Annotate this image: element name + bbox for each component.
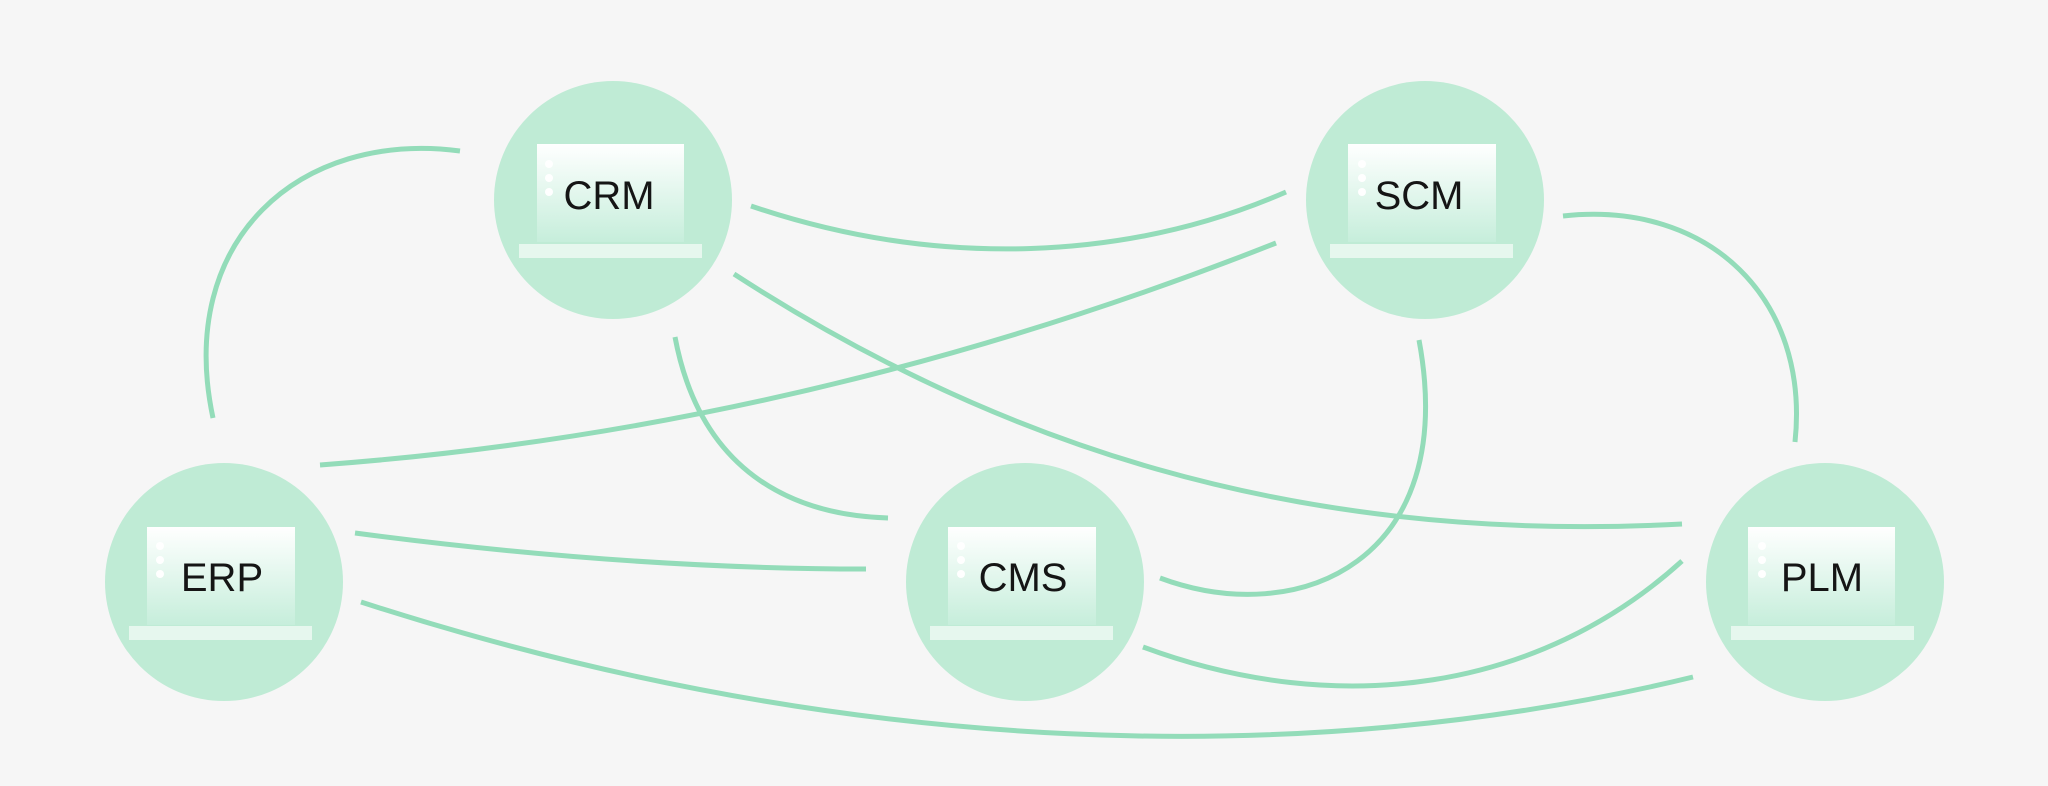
edge-crm-cms bbox=[672, 336, 889, 521]
server-icon bbox=[1348, 144, 1496, 242]
node-erp[interactable]: ERP bbox=[105, 463, 343, 701]
node-label: SCM bbox=[1375, 174, 1464, 218]
edge-cms-plm bbox=[1142, 559, 1684, 689]
node-label: CRM bbox=[563, 174, 654, 218]
status-dot bbox=[1758, 542, 1766, 550]
edge-erp-scm bbox=[319, 240, 1277, 468]
status-dot bbox=[957, 556, 965, 564]
server-base bbox=[1330, 244, 1513, 258]
edge-scm-plm bbox=[1562, 211, 1799, 443]
status-dot bbox=[1758, 556, 1766, 564]
server-base bbox=[129, 626, 312, 640]
node-label: ERP bbox=[181, 556, 263, 600]
status-dot bbox=[545, 160, 553, 168]
edge-erp-crm bbox=[203, 145, 461, 419]
edge-crm-scm bbox=[750, 189, 1287, 252]
edge-crm-plm bbox=[732, 271, 1683, 530]
status-dot bbox=[545, 188, 553, 196]
node-plm[interactable]: PLM bbox=[1706, 463, 1944, 701]
node-crm[interactable]: CRM bbox=[494, 81, 732, 319]
status-dot bbox=[156, 556, 164, 564]
status-dot bbox=[1758, 570, 1766, 578]
status-dot bbox=[957, 542, 965, 550]
edge-erp-cms bbox=[354, 530, 867, 572]
status-dot bbox=[1358, 174, 1366, 182]
status-dot bbox=[156, 570, 164, 578]
server-icon bbox=[537, 144, 684, 242]
status-dot bbox=[1358, 160, 1366, 168]
server-base bbox=[1731, 626, 1914, 640]
status-dot bbox=[156, 542, 164, 550]
node-scm[interactable]: SCM bbox=[1306, 81, 1544, 319]
status-dot bbox=[957, 570, 965, 578]
server-icon bbox=[147, 527, 295, 625]
status-dot bbox=[545, 174, 553, 182]
connection-lines bbox=[203, 145, 1799, 739]
node-label: PLM bbox=[1781, 556, 1863, 600]
edge-erp-plm bbox=[360, 599, 1694, 739]
server-icon bbox=[948, 527, 1096, 625]
node-cms[interactable]: CMS bbox=[906, 463, 1144, 701]
node-label: CMS bbox=[979, 556, 1068, 600]
server-icon bbox=[1748, 527, 1895, 625]
status-dot bbox=[1358, 188, 1366, 196]
server-base bbox=[519, 244, 702, 258]
server-base bbox=[930, 626, 1113, 640]
edge-scm-cms bbox=[1159, 339, 1428, 597]
